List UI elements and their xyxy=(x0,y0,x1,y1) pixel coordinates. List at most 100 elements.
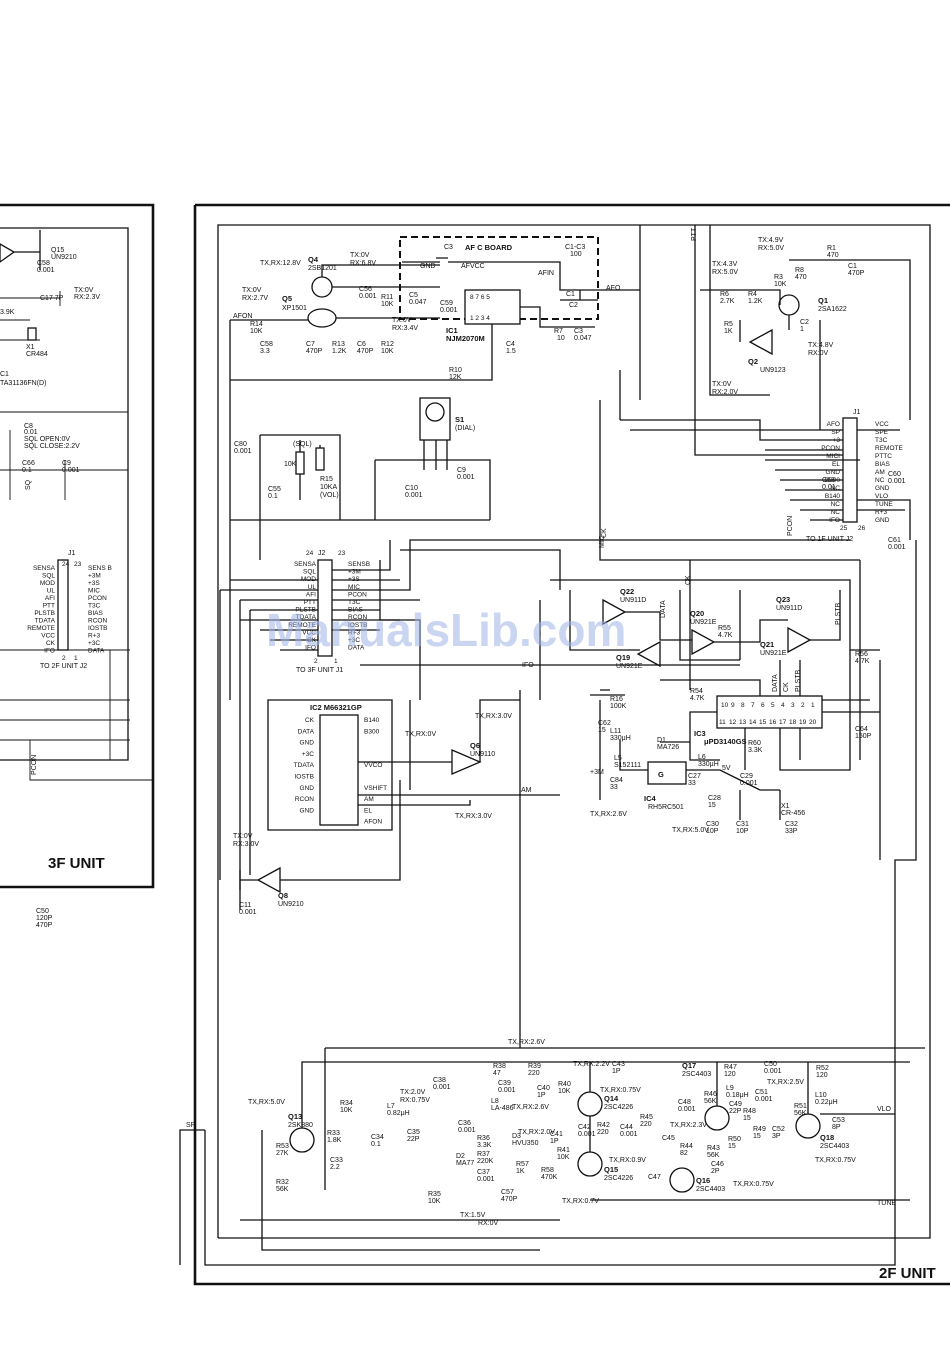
svg-text:24: 24 xyxy=(62,561,70,568)
svg-text:TX:4.3V: TX:4.3V xyxy=(712,261,738,268)
j1-3f-pin-label: MIC xyxy=(88,588,100,595)
svg-text:TX,RX:5.0V: TX,RX:5.0V xyxy=(672,827,709,834)
j1-2f-pin-label: R+3 xyxy=(875,509,887,516)
j1-2f-pin-label: SPE xyxy=(875,429,889,436)
ic2-pin-label: VSHIFT xyxy=(364,785,387,792)
svg-text:R8: R8 xyxy=(795,267,804,274)
svg-text:R44: R44 xyxy=(680,1143,693,1150)
svg-text:Q21: Q21 xyxy=(760,640,774,649)
svg-text:330μH: 330μH xyxy=(610,735,631,742)
j1-2f-pin-label: EL xyxy=(832,461,840,468)
svg-text:0.001: 0.001 xyxy=(239,909,257,916)
ic3-pin-number: 18 xyxy=(789,719,797,726)
svg-text:(SQL): (SQL) xyxy=(293,441,312,448)
svg-text:0.1: 0.1 xyxy=(22,467,32,474)
svg-text:0.18μH: 0.18μH xyxy=(726,1092,749,1099)
svg-text:220K: 220K xyxy=(477,1158,494,1165)
svg-text:R10: R10 xyxy=(449,367,462,374)
svg-text:0.001: 0.001 xyxy=(359,293,377,300)
j2-2f-pin-label: T3C xyxy=(348,599,361,606)
j1-3f-pin-label: DATA xyxy=(88,648,105,655)
ic2-pin-label: TDATA xyxy=(294,762,315,769)
j1-2f-pin-label: NC xyxy=(875,477,885,484)
j2-2f-pin-label: R+3 xyxy=(348,629,360,636)
svg-text:470K: 470K xyxy=(541,1174,558,1181)
svg-text:C11: C11 xyxy=(239,902,251,909)
svg-text:R6: R6 xyxy=(720,291,729,298)
svg-text:120P: 120P xyxy=(36,915,53,922)
svg-text:25: 25 xyxy=(840,525,848,532)
svg-text:R4: R4 xyxy=(748,291,757,298)
ic3-pin-number: 1 xyxy=(811,702,815,709)
svg-text:Q15: Q15 xyxy=(51,247,64,254)
svg-text:33: 33 xyxy=(688,780,696,787)
svg-text:C36: C36 xyxy=(458,1120,471,1127)
svg-text:0.001: 0.001 xyxy=(457,474,475,481)
svg-text:AF C BOARD: AF C BOARD xyxy=(465,243,513,252)
svg-text:2SC4403: 2SC4403 xyxy=(682,1071,711,1078)
svg-text:56K: 56K xyxy=(276,1186,289,1193)
ic3-pin-number: 2 xyxy=(801,702,805,709)
svg-text:10KB: 10KB xyxy=(284,461,301,468)
svg-text:C3: C3 xyxy=(444,244,453,251)
svg-text:AFO: AFO xyxy=(606,285,621,292)
svg-text:C44: C44 xyxy=(620,1124,633,1131)
svg-text:(VOL): (VOL) xyxy=(320,492,339,499)
svg-text:8P: 8P xyxy=(832,1124,841,1131)
svg-text:D2: D2 xyxy=(456,1153,465,1160)
ic3-pin-number: 14 xyxy=(749,719,757,726)
svg-text:MIC: MIC xyxy=(599,535,606,548)
svg-text:C35: C35 xyxy=(407,1129,420,1136)
svg-text:C32: C32 xyxy=(785,821,798,828)
svg-text:R13: R13 xyxy=(332,341,345,348)
svg-text:10P: 10P xyxy=(736,828,749,835)
svg-text:C3: C3 xyxy=(574,328,583,335)
svg-text:TX:0V: TX:0V xyxy=(242,287,262,294)
svg-text:C60: C60 xyxy=(888,471,901,478)
svg-text:L11: L11 xyxy=(610,728,621,735)
svg-text:0.22μH: 0.22μH xyxy=(815,1099,838,1106)
j1-2f-pin-label: NC xyxy=(831,509,841,516)
svg-text:RX:2.7V: RX:2.7V xyxy=(242,295,268,302)
net-sp-spe: SP xyxy=(186,1122,196,1129)
svg-text:C58: C58 xyxy=(37,260,50,267)
svg-text:TX,RX:0.75V: TX,RX:0.75V xyxy=(815,1157,856,1164)
svg-text:AM: AM xyxy=(521,787,532,794)
ic3-pin-number: 11 xyxy=(719,719,726,726)
ic2-pin-label: RCON xyxy=(295,796,314,803)
svg-text:4.7K: 4.7K xyxy=(855,658,870,665)
j1-2f-pin-label: NC xyxy=(831,485,841,492)
svg-text:TX,RX:12.8V: TX,RX:12.8V xyxy=(260,260,301,267)
j2-2f-pin-label: SQL xyxy=(303,569,316,576)
svg-text:R35: R35 xyxy=(428,1191,441,1198)
svg-text:R47: R47 xyxy=(724,1064,737,1071)
svg-text:2SA1622: 2SA1622 xyxy=(818,306,847,313)
q4-q5-section: Q4 2SB1201 Q5 XP1501 TX,RX:12.8V TX:0V R… xyxy=(229,252,462,580)
ic3-pin-number: 5 xyxy=(771,702,775,709)
svg-text:HVU350: HVU350 xyxy=(512,1140,539,1147)
svg-text:R49: R49 xyxy=(753,1126,766,1133)
ic3-pin-number: 13 xyxy=(739,719,747,726)
svg-text:R60: R60 xyxy=(748,740,761,747)
svg-text:UN921E: UN921E xyxy=(760,650,787,657)
j1-3f-pin-label: IFO xyxy=(44,648,55,655)
svg-text:R58: R58 xyxy=(541,1167,554,1174)
svg-text:C33: C33 xyxy=(330,1157,343,1164)
svg-text:TX:0V: TX:0V xyxy=(712,381,732,388)
svg-text:C9: C9 xyxy=(62,460,71,467)
svg-text:RH5RC501: RH5RC501 xyxy=(648,804,684,811)
svg-text:UN911D: UN911D xyxy=(776,605,802,612)
svg-text:UN921E: UN921E xyxy=(690,619,717,626)
svg-text:C29: C29 xyxy=(740,773,753,780)
svg-text:56K: 56K xyxy=(707,1152,720,1159)
svg-text:56K: 56K xyxy=(704,1098,717,1105)
svg-text:C59: C59 xyxy=(440,300,453,307)
svg-text:SQL OPEN:0V: SQL OPEN:0V xyxy=(24,436,70,443)
j2-2f-pin-label: PCON xyxy=(348,591,367,598)
svg-text:0.001: 0.001 xyxy=(740,780,758,787)
unit-label-3f: 3F UNIT xyxy=(48,855,105,872)
svg-text:C27: C27 xyxy=(688,773,701,780)
